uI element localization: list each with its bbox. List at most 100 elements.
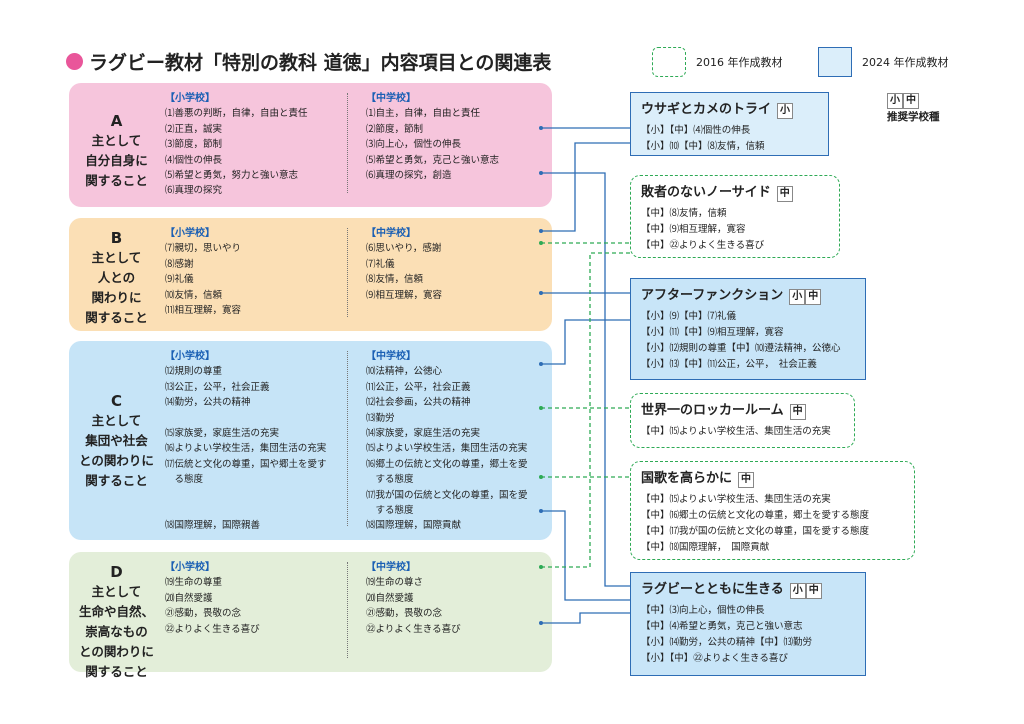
legend-old-label: 2016 年作成教材 (696, 56, 783, 69)
elementary-column: 【小学校】⑺親切，思いやり⑻感謝⑼礼儀⑽友情，信頼⑾相互理解，寛容 (165, 226, 241, 318)
elementary-item: ⑽友情，信頼 (165, 289, 223, 301)
middle-header: 【中学校】 (366, 562, 416, 573)
link-d22-rugby (541, 612, 630, 624)
elementary-item: ⑼礼儀 (165, 274, 194, 286)
elementary-item: ⑶節度，節制 (165, 139, 223, 151)
material-title: 敗者のないノーサイド (641, 185, 771, 200)
material-title: ウサギとカメのトライ (641, 102, 772, 117)
middle-item: ⒄我が国の伝統と文化の尊重，国を愛 (366, 489, 528, 501)
elementary-item: ㉒よりよく生きる喜び (165, 623, 260, 635)
material-title: アフターファンクション (641, 288, 784, 303)
elementary-column: 【小学校】⑿規則の尊重⒀公正，公平，社会正義⒁勤労，公共の精神⒂家族愛，家庭生活… (165, 349, 327, 534)
elementary-item: ⑾相互理解，寛容 (165, 305, 242, 317)
bullet-dot-icon (66, 53, 83, 70)
material-item: 【中】⒅国際理解， 国際貢献 (641, 542, 770, 553)
category-label-line: 関すること (85, 473, 148, 488)
elementary-item: ⑷個性の伸長 (165, 154, 223, 166)
material-item: 【中】⒂よりよい学校生活、集団生活の充実 (641, 494, 831, 505)
recommend-legend: 小中推奨学校種 (887, 92, 940, 126)
legend-2024: 2024 年作成教材 (818, 47, 949, 77)
material-card: 国歌を高らかに中【中】⒂よりよい学校生活、集団生活の充実【中】⒃郷土の伝統と文化… (630, 461, 915, 560)
school-type-tag: 中 (805, 583, 822, 599)
category-label-line: 生命や自然、 (78, 604, 154, 619)
school-type-tag: 中 (805, 289, 822, 305)
middle-item: ⑾公正，公平，社会正義 (366, 381, 471, 393)
category-label-line: 関すること (85, 173, 148, 188)
elementary-item: ⒃よりよい学校生活，集団生活の充実 (165, 443, 327, 455)
category-label-line: 主として (91, 413, 142, 428)
elementary-item: ⑴善悪の判断，自律，自由と責任 (165, 108, 308, 120)
category-label-line: 関わりに (91, 290, 142, 305)
category-a: A 主として自分自身に関すること 【小学校】 ⑴善悪の判断，自律，自由と責任 ⑵正直，… (69, 83, 552, 207)
category-letter: D (110, 563, 123, 581)
tag-middle: 中 (903, 93, 919, 109)
category-label-line: 関すること (85, 664, 148, 679)
material-card: アフターファンクション小中【小】⑼【中】⑺礼儀【小】⑾【中】⑼相互理解，寛容【小… (630, 278, 866, 380)
middle-item: ⑶向上心，個性の伸長 (366, 139, 462, 151)
middle-item: ⒅国際理解，国際貢献 (366, 520, 462, 532)
middle-item: ⑵節度，節制 (366, 123, 424, 135)
middle-header: 【中学校】 (366, 93, 416, 104)
elementary-header: 【小学校】 (165, 93, 215, 104)
link-c-after (541, 319, 630, 365)
material-item: 【中】⑼相互理解，寛容 (641, 224, 746, 235)
elementary-item: ⒅国際理解，国際親善 (165, 520, 261, 532)
material-item: 【小】⑼【中】⑺礼儀 (641, 311, 737, 322)
middle-item: ⑹思いやり，感謝 (366, 243, 442, 255)
middle-item: する態度 (366, 505, 414, 517)
elementary-item: ⒄伝統と文化の尊重，国や郷土を愛す (165, 458, 327, 470)
category-label-line: 主として (91, 250, 142, 265)
middle-item: ⑻友情，信頼 (366, 274, 424, 286)
category-label-line: 自分自身に (85, 153, 148, 168)
middle-item: ⒆生命の尊さ (366, 577, 424, 589)
solid-box-swatch (818, 47, 852, 77)
category-label-line: 崇高なもの (85, 624, 148, 639)
column-divider (347, 93, 348, 193)
elementary-item: ⒀公正，公平，社会正義 (165, 381, 270, 393)
category-label-line: との関わりに (79, 644, 154, 659)
middle-item: ⒁家族愛，家庭生活の充実 (366, 428, 481, 440)
category-label: A 主として自分自身に関すること (69, 111, 164, 191)
category-label-line: 集団や社会 (85, 433, 148, 448)
elementary-item: ⒆生命の尊重 (165, 577, 223, 589)
elementary-column: 【小学校】⑴善悪の判断，自律，自由と責任⑵正直，誠実⑶節度，節制⑷個性の伸長⑸希… (165, 91, 308, 199)
category-letter: C (110, 392, 122, 410)
category-label-line: 主として (91, 133, 142, 148)
elementary-item: ⒁勤労，公共の精神 (165, 397, 251, 409)
link-c17-rugby (541, 510, 630, 601)
material-item: 【中】㉒よりよく生きる喜び (641, 240, 765, 251)
material-card: 世界一のロッカールーム中【中】⒂よりよい学校生活、集団生活の充実 (630, 393, 855, 448)
link-a6-rugby (541, 172, 630, 587)
page-title: ラグビー教材「特別の教科 道徳」内容項目との関連表 (66, 48, 551, 75)
middle-item: ㉒よりよく生きる喜び (366, 623, 461, 635)
middle-item: する態度 (366, 474, 414, 486)
recommend-label: 推奨学校種 (887, 111, 940, 123)
elementary-item: ⑵正直，誠実 (165, 123, 223, 135)
link-d-haisha (541, 252, 630, 568)
middle-item: ⑺礼儀 (366, 258, 395, 270)
category-letter: A (110, 112, 123, 130)
material-title: 国歌を高らかに (641, 471, 733, 486)
column-divider (347, 228, 348, 317)
middle-item: ⒀勤労 (366, 412, 395, 424)
middle-header: 【中学校】 (366, 351, 416, 362)
category-label-line: との関わりに (79, 453, 154, 468)
elementary-item: る態度 (165, 474, 204, 486)
middle-column: 【中学校】⑴自主，自律，自由と責任⑵節度，節制⑶向上心，個性の伸長⑸希望と勇気，… (366, 91, 499, 183)
elementary-item: ⑹真理の探究 (165, 185, 223, 197)
material-title: 世界一のロッカールーム (641, 403, 784, 418)
legend-2016: 2016 年作成教材 (652, 47, 783, 77)
elementary-item: ㉑感動，畏敬の念 (165, 608, 242, 620)
elementary-item: ⑿規則の尊重 (165, 366, 223, 378)
connector-dots (539, 126, 543, 625)
elementary-header: 【小学校】 (165, 562, 215, 573)
material-item: 【小】⒀【中】⑾公正，公平， 社会正義 (641, 359, 817, 370)
material-card: 敗者のないノーサイド中【中】⑻友情，信頼【中】⑼相互理解，寛容【中】㉒よりよく生… (630, 175, 840, 258)
elementary-item: ⒇自然愛護 (165, 592, 213, 604)
school-type-tag: 小 (789, 583, 806, 599)
